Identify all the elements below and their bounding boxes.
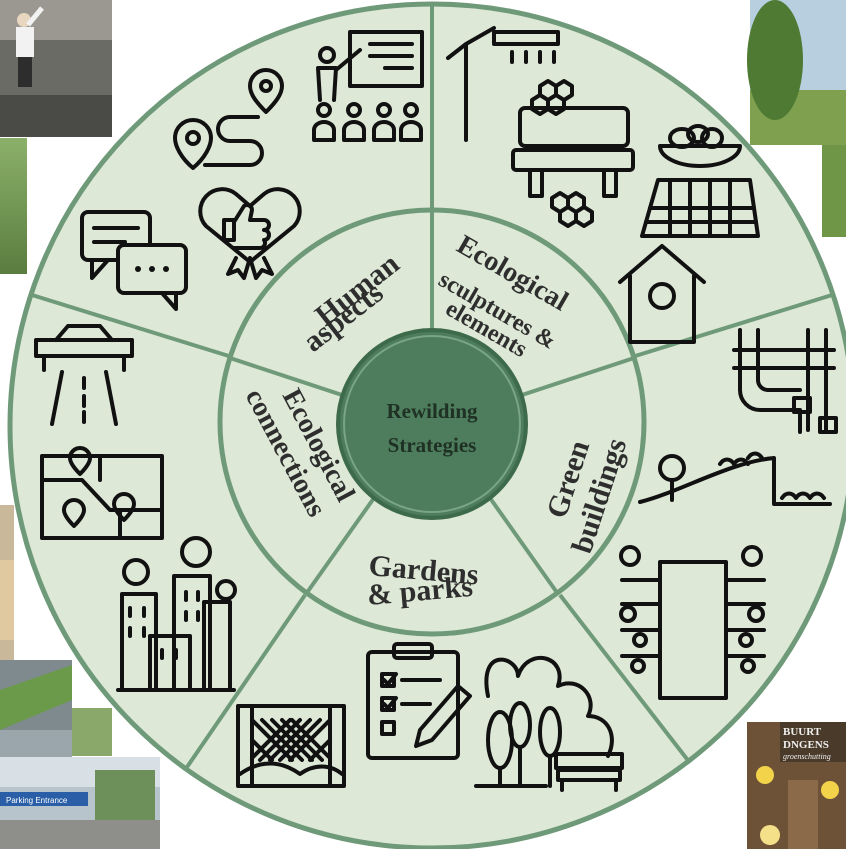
photo-sky-left bbox=[0, 505, 14, 695]
green-roof-slope-icon bbox=[638, 451, 832, 506]
center-title-line2: Strategies bbox=[388, 433, 477, 457]
photo-parking-entrance: Parking Entrance bbox=[0, 757, 160, 849]
photo-green-verge-left bbox=[0, 138, 27, 274]
photo-green-roof-bottom-left bbox=[0, 660, 112, 760]
photo-field-top-right bbox=[747, 0, 846, 145]
center-title-line1: Rewilding bbox=[386, 399, 478, 423]
photo-worker-under-bridge bbox=[0, 0, 112, 137]
photo-grass-right bbox=[822, 145, 846, 237]
checklist-clipboard-icon bbox=[366, 642, 472, 760]
parking-sign-text: Parking Entrance bbox=[6, 796, 68, 805]
center-hub: Rewilding Strategies bbox=[336, 328, 528, 520]
shop-sign-line1: BUURT bbox=[783, 726, 822, 738]
bench-beehive-icon bbox=[511, 79, 635, 228]
segment-dividers bbox=[31, 4, 833, 772]
chat-bubbles-icon bbox=[80, 210, 188, 311]
presentation-icon bbox=[312, 30, 424, 142]
ecoduct-highway-icon bbox=[34, 324, 134, 426]
shop-sign-line2: DNGENS bbox=[783, 739, 829, 751]
route-pins-icon bbox=[173, 68, 284, 170]
photo-shop-fence: BUURT DNGENS groenschutting bbox=[747, 722, 846, 849]
label-gardens-parks: Gardens & parks bbox=[366, 549, 480, 612]
bird-nest-roof-icon bbox=[640, 124, 760, 238]
vertical-garden-building-icon bbox=[619, 545, 766, 700]
green-skyscrapers-icon bbox=[116, 536, 237, 692]
birdhouse-icon bbox=[618, 244, 706, 344]
heart-thumbs-up-icon bbox=[198, 187, 302, 280]
streetlight-icon bbox=[446, 26, 560, 142]
pipes-icon bbox=[732, 328, 838, 434]
map-pins-icon bbox=[40, 446, 164, 540]
shop-sign-line3: groenschutting bbox=[783, 752, 831, 761]
fence-garden-icon bbox=[236, 704, 346, 788]
park-trees-bench-icon bbox=[474, 656, 624, 792]
